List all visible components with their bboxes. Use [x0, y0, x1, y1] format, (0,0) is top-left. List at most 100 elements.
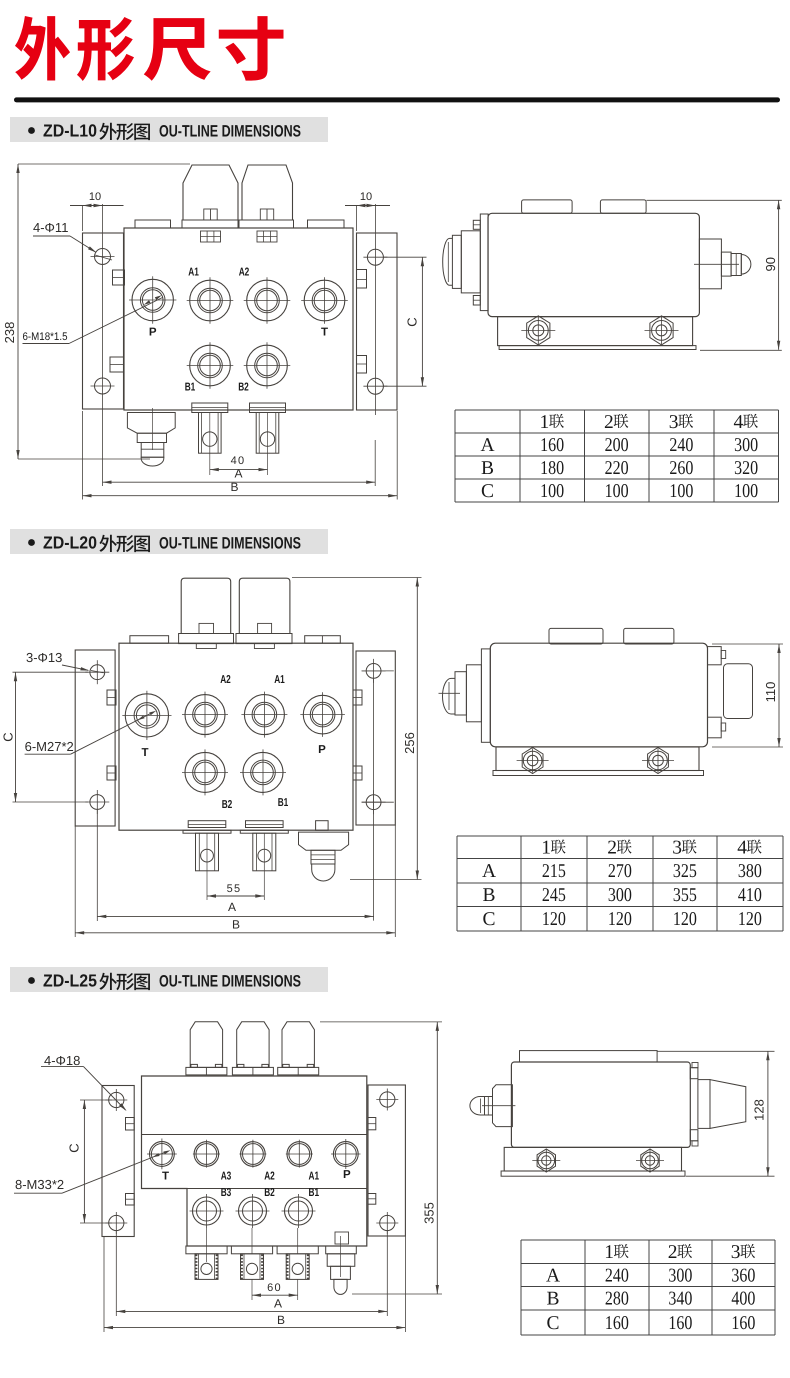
- svg-text:1: 1: [539, 412, 549, 433]
- svg-text:B1: B1: [309, 1187, 320, 1199]
- svg-text:C: C: [481, 481, 494, 502]
- svg-text:90: 90: [763, 257, 778, 271]
- svg-text:A: A: [274, 1297, 282, 1311]
- svg-text:ZD-L25: ZD-L25: [43, 971, 97, 991]
- svg-text:A: A: [228, 900, 236, 914]
- svg-text:B: B: [230, 480, 238, 494]
- svg-text:A2: A2: [264, 1171, 275, 1183]
- svg-text:160: 160: [731, 1313, 755, 1334]
- svg-text:2: 2: [668, 1242, 678, 1263]
- svg-text:1: 1: [541, 838, 551, 859]
- svg-text:B: B: [546, 1289, 559, 1310]
- svg-text:10: 10: [89, 191, 101, 203]
- svg-text:B: B: [482, 885, 495, 906]
- svg-text:280: 280: [605, 1289, 629, 1310]
- svg-text:120: 120: [608, 909, 632, 930]
- svg-text:P: P: [318, 744, 326, 756]
- svg-text:C: C: [405, 317, 420, 326]
- svg-text:120: 120: [542, 909, 566, 930]
- svg-text:4: 4: [733, 412, 743, 433]
- svg-text:C: C: [546, 1313, 559, 1334]
- svg-text:300: 300: [668, 1265, 692, 1286]
- svg-text:2: 2: [607, 838, 617, 859]
- svg-text:160: 160: [668, 1313, 692, 1334]
- svg-text:240: 240: [669, 435, 693, 456]
- svg-text:P: P: [149, 327, 157, 339]
- svg-text:OU-TLINE DIMENSIONS: OU-TLINE DIMENSIONS: [159, 123, 301, 141]
- svg-text:160: 160: [540, 435, 564, 456]
- svg-text:410: 410: [738, 885, 762, 906]
- svg-text:OU-TLINE DIMENSIONS: OU-TLINE DIMENSIONS: [159, 535, 301, 553]
- svg-text:3: 3: [669, 412, 679, 433]
- svg-text:A: A: [234, 467, 242, 481]
- svg-text:300: 300: [608, 885, 632, 906]
- svg-text:OU-TLINE DIMENSIONS: OU-TLINE DIMENSIONS: [159, 973, 301, 991]
- svg-text:40: 40: [231, 455, 246, 467]
- svg-text:120: 120: [738, 909, 762, 930]
- svg-text:380: 380: [738, 861, 762, 882]
- svg-text:8-M33*2: 8-M33*2: [15, 1177, 64, 1192]
- svg-text:100: 100: [605, 481, 629, 502]
- svg-text:360: 360: [731, 1265, 755, 1286]
- svg-text:C: C: [1, 732, 16, 741]
- svg-text:B2: B2: [238, 382, 249, 394]
- svg-text:T: T: [321, 327, 328, 339]
- svg-text:270: 270: [608, 861, 632, 882]
- svg-text:B: B: [277, 1313, 285, 1327]
- svg-text:B3: B3: [221, 1187, 232, 1199]
- svg-text:B: B: [232, 918, 240, 932]
- svg-text:2: 2: [604, 412, 614, 433]
- svg-text:A: A: [546, 1265, 560, 1286]
- svg-text:300: 300: [734, 435, 758, 456]
- svg-text:B2: B2: [222, 799, 233, 811]
- svg-text:A2: A2: [239, 267, 250, 279]
- svg-text:60: 60: [267, 1282, 282, 1294]
- svg-text:6-M27*2: 6-M27*2: [25, 739, 74, 754]
- svg-text:325: 325: [673, 861, 697, 882]
- svg-text:B: B: [481, 458, 494, 479]
- svg-text:T: T: [141, 747, 148, 759]
- svg-text:P: P: [343, 1169, 351, 1181]
- svg-text:320: 320: [734, 458, 758, 479]
- svg-text:256: 256: [402, 732, 417, 754]
- svg-text:238: 238: [2, 322, 17, 344]
- svg-text:260: 260: [669, 458, 693, 479]
- svg-text:160: 160: [605, 1313, 629, 1334]
- svg-text:1: 1: [604, 1242, 614, 1263]
- svg-text:120: 120: [673, 909, 697, 930]
- svg-text:200: 200: [605, 435, 629, 456]
- svg-text:4-Φ18: 4-Φ18: [44, 1053, 80, 1068]
- svg-text:180: 180: [540, 458, 564, 479]
- svg-text:245: 245: [542, 885, 566, 906]
- svg-text:128: 128: [752, 1099, 767, 1121]
- svg-text:400: 400: [731, 1289, 755, 1310]
- svg-text:B1: B1: [278, 797, 289, 809]
- svg-text:3-Φ13: 3-Φ13: [26, 650, 62, 665]
- svg-text:220: 220: [605, 458, 629, 479]
- svg-text:3: 3: [672, 838, 682, 859]
- svg-text:C: C: [482, 909, 495, 930]
- svg-text:A2: A2: [220, 674, 231, 686]
- svg-text:355: 355: [673, 885, 697, 906]
- svg-text:A3: A3: [221, 1171, 232, 1183]
- svg-text:4-Φ11: 4-Φ11: [33, 220, 68, 235]
- svg-text:355: 355: [422, 1202, 437, 1224]
- svg-text:110: 110: [763, 682, 778, 703]
- svg-text:A1: A1: [274, 674, 285, 686]
- svg-text:240: 240: [605, 1265, 629, 1286]
- svg-text:A: A: [482, 861, 496, 882]
- svg-text:100: 100: [669, 481, 693, 502]
- svg-text:C: C: [67, 1143, 82, 1152]
- svg-text:A: A: [480, 435, 494, 456]
- svg-text:4: 4: [737, 838, 747, 859]
- svg-text:A1: A1: [309, 1171, 320, 1183]
- svg-text:55: 55: [227, 883, 242, 895]
- svg-text:340: 340: [668, 1289, 692, 1310]
- svg-text:ZD-L10: ZD-L10: [43, 121, 97, 141]
- svg-text:A1: A1: [188, 267, 199, 279]
- svg-text:215: 215: [542, 861, 566, 882]
- svg-text:100: 100: [540, 481, 564, 502]
- svg-text:ZD-L20: ZD-L20: [43, 533, 97, 553]
- svg-text:B2: B2: [264, 1187, 275, 1199]
- svg-text:10: 10: [360, 191, 372, 203]
